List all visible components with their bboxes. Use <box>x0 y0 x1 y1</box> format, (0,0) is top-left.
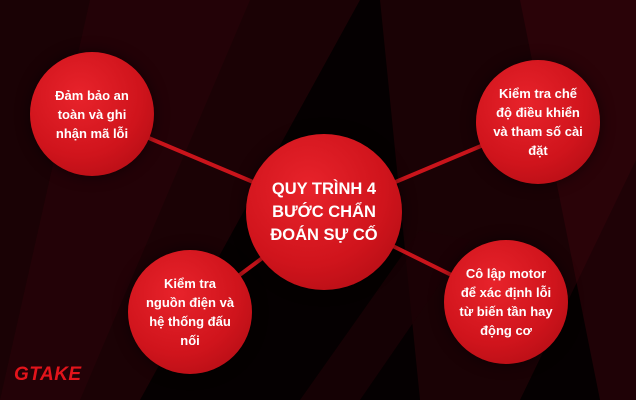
step-node-3-label: Kiểm tra nguồn điện và hệ thống đấu nối <box>145 276 235 348</box>
step-node-2: Kiểm tra chế độ điều khiển và tham số cà… <box>476 60 600 184</box>
step-node-3: Kiểm tra nguồn điện và hệ thống đấu nối <box>128 250 252 374</box>
center-node-label: QUY TRÌNH 4 BƯỚC CHẨN ĐOÁN SỰ CỐ <box>270 179 378 244</box>
gtake-logo: GTAKE <box>14 364 82 385</box>
step-node-2-label: Kiểm tra chế độ điều khiển và tham số cà… <box>493 86 583 158</box>
step-node-1-label: Đảm bảo an toàn và ghi nhận mã lỗi <box>55 87 129 141</box>
center-node: QUY TRÌNH 4 BƯỚC CHẨN ĐOÁN SỰ CỐ <box>246 134 402 290</box>
background-stripe-bottom <box>300 230 470 400</box>
step-node-1: Đảm bảo an toàn và ghi nhận mã lỗi <box>30 52 154 176</box>
step-node-4-label: Cô lập motor để xác định lỗi từ biến tần… <box>459 266 553 338</box>
step-node-4: Cô lập motor để xác định lỗi từ biến tần… <box>444 240 568 364</box>
